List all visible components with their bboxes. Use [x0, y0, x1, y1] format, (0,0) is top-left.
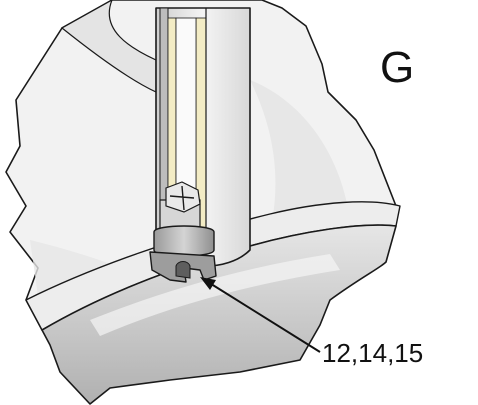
screw-slot: [169, 185, 195, 211]
callout-arrowhead: [200, 277, 216, 290]
callout-label: 12,14,15: [322, 338, 423, 368]
callout-leader-line: [207, 281, 321, 353]
view-letter-label: G: [380, 43, 414, 92]
beam-highlight: [90, 254, 340, 336]
fitting-notch: [175, 261, 191, 279]
fitting-collar: [153, 225, 215, 257]
